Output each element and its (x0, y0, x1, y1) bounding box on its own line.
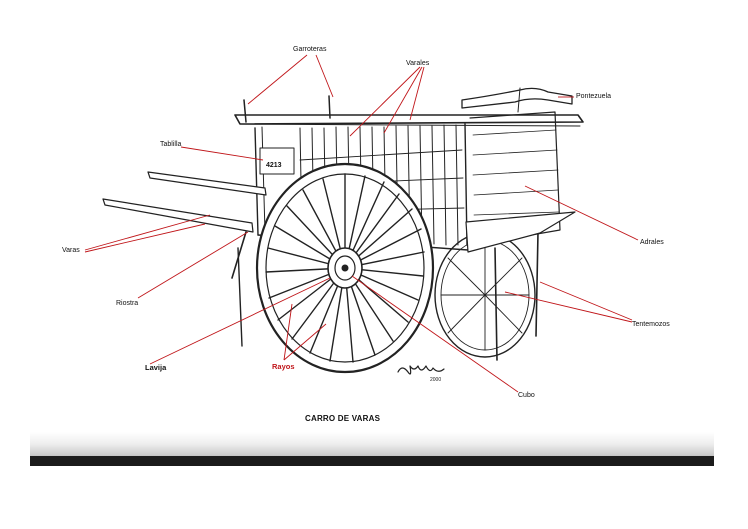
label-rayos: Rayos (272, 362, 295, 371)
tablilla-number: 4213 (266, 162, 282, 169)
scan-edge (30, 456, 714, 466)
label-lavija: Lavija (145, 363, 167, 372)
front-wheel (255, 162, 435, 374)
leader-lines (84, 54, 639, 393)
diagram-title: CARRO DE VARAS (305, 414, 381, 423)
tablilla-plate (259, 147, 295, 175)
tentemozos-legs (494, 231, 539, 361)
varas-shafts (102, 171, 267, 347)
label-tablilla: Tablilla (160, 141, 182, 148)
pontezuela-bar (461, 87, 573, 109)
label-cubo: Cubo (518, 392, 535, 399)
label-varas: Varas (62, 247, 80, 254)
label-adrales: Adrales (640, 239, 664, 246)
rear-wheel (434, 232, 536, 358)
label-tentemozos: Tentemozos (632, 321, 670, 328)
signature (397, 365, 445, 375)
label-varales: Varales (406, 60, 430, 67)
signature-year: 2000 (430, 377, 442, 383)
label-pontezuela: Pontezuela (576, 93, 612, 100)
label-garroteras: Garroteras (293, 46, 327, 53)
label-riostra: Riostra (116, 300, 139, 307)
